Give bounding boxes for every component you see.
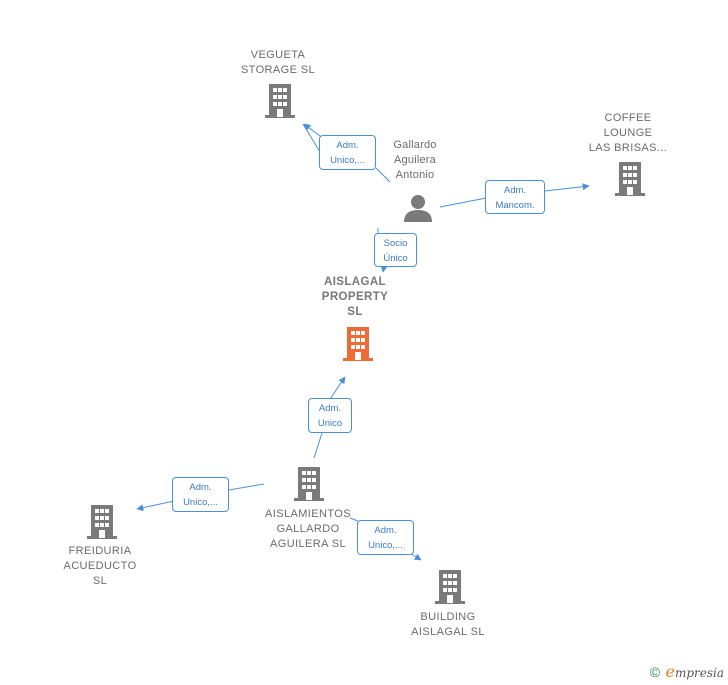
edge-label-line2: Mancom.	[495, 200, 535, 211]
edge-label-line2: Único	[383, 253, 408, 264]
building-icon[interactable]	[86, 505, 118, 539]
edge-label-aislamientos-building: Adm. Unico,...	[357, 520, 414, 555]
node-label-building[interactable]: BUILDING AISLAGAL SL	[411, 611, 485, 638]
node-label-coffee[interactable]: COFFEE LOUNGE LAS BRISAS...	[588, 112, 668, 154]
edge-label-line2: Unico,...	[368, 540, 403, 551]
edge-person-vegueta-arrow	[303, 123, 321, 137]
building-icon[interactable]	[264, 84, 296, 118]
edge-label-line1: Adm.	[336, 140, 359, 151]
edge-aislamientos-aislagal	[313, 432, 323, 459]
edge-label-person-coffee: Adm. Mancom.	[485, 180, 545, 214]
copyright-symbol: ©	[649, 664, 661, 680]
edge-label-line1: Adm.	[318, 403, 342, 414]
edge-label-line1: Adm.	[374, 525, 397, 536]
edge-person-coffee-arrow	[544, 183, 590, 192]
footer-brand: © empresia	[650, 662, 724, 681]
building-icon[interactable]	[342, 327, 374, 361]
edge-aislamientos-freiduria	[228, 483, 265, 491]
node-label-aislagal[interactable]: AISLAGAL PROPERTY SL	[321, 276, 389, 318]
building-icon[interactable]	[293, 467, 325, 501]
edge-label-aislamientos-freiduria: Adm. Unico,...	[172, 477, 229, 512]
person-icon[interactable]	[403, 193, 433, 223]
brand-rest: mpresia	[674, 666, 724, 680]
edge-label-aislamientos-aislagal: Adm. Unico	[308, 398, 352, 433]
node-label-aislamientos[interactable]: AISLAMIENTOS GALLARDO AGUILERA SL	[265, 508, 351, 550]
edge-aislamientos-aislagal-arrow	[329, 376, 346, 400]
edge-person-coffee	[439, 197, 487, 208]
node-label-vegueta[interactable]: VEGUETA STORAGE SL	[240, 49, 316, 76]
node-label-freiduria[interactable]: FREIDURIA ACUEDUCTO SL	[63, 545, 137, 587]
edge-label-person-aislagal: Socio Único	[374, 233, 417, 267]
edge-label-line1: Socio	[383, 238, 408, 249]
edge-aislamientos-building	[349, 517, 359, 522]
edge-label-line1: Adm.	[189, 482, 212, 493]
brand-first-letter: e	[665, 662, 675, 681]
edge-aislamientos-freiduria-arrow	[136, 500, 175, 512]
building-icon[interactable]	[434, 570, 466, 604]
edge-label-line1: Adm.	[503, 185, 527, 196]
edge-label-person-vegueta: Adm. Unico,...	[319, 135, 376, 170]
edge-label-line2: Unico	[317, 418, 343, 429]
brand-logo[interactable]: empresia	[665, 662, 724, 681]
edge-label-line2: Unico,...	[183, 497, 218, 508]
node-label-person[interactable]: Gallardo Aguilera Antonio	[393, 139, 437, 181]
edge-label-line2: Unico,...	[330, 155, 365, 166]
building-icon[interactable]	[614, 162, 646, 196]
edge-person-aislagal-arrow	[380, 265, 388, 273]
